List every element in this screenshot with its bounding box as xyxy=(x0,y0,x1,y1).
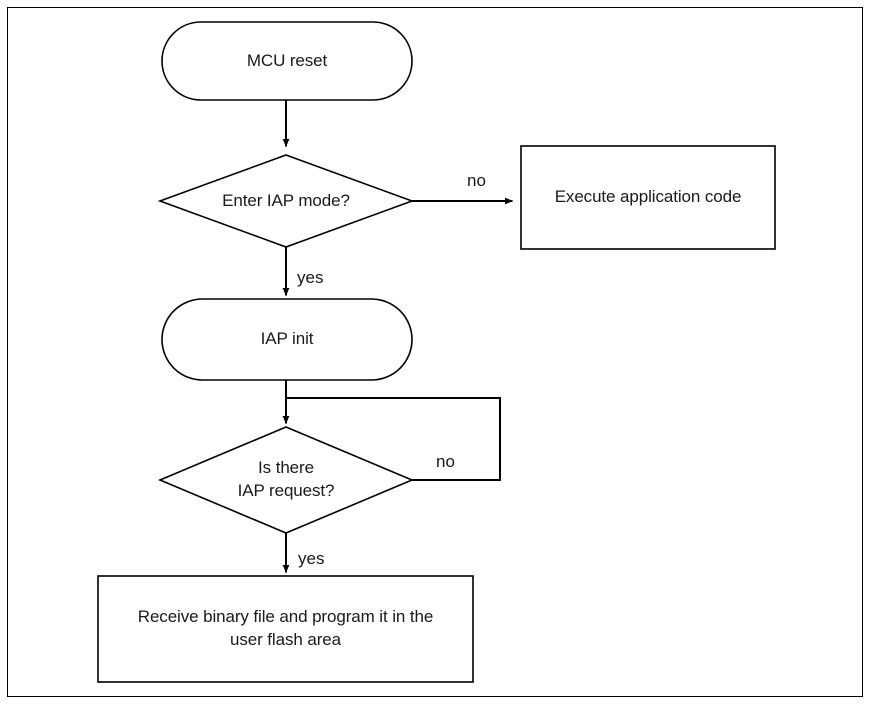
diagram-frame-border xyxy=(7,7,863,697)
node-receive-binary-file-shape[interactable] xyxy=(97,575,474,683)
edge-label-decision2-yes: yes xyxy=(298,549,325,568)
edge-decision2-no-loop xyxy=(286,397,501,481)
node-is-there-iap-request-shape[interactable] xyxy=(157,426,415,534)
node-enter-iap-mode-shape[interactable] xyxy=(157,154,415,248)
node-iap-init-shape[interactable] xyxy=(161,298,413,381)
edge-label-decision1-yes: yes xyxy=(297,268,324,287)
node-execute-application-code-shape[interactable] xyxy=(520,145,776,250)
edge-label-decision1-no: no xyxy=(467,171,486,190)
node-mcu-reset-shape[interactable] xyxy=(161,21,413,101)
edge-label-decision2-no: no xyxy=(436,452,455,471)
